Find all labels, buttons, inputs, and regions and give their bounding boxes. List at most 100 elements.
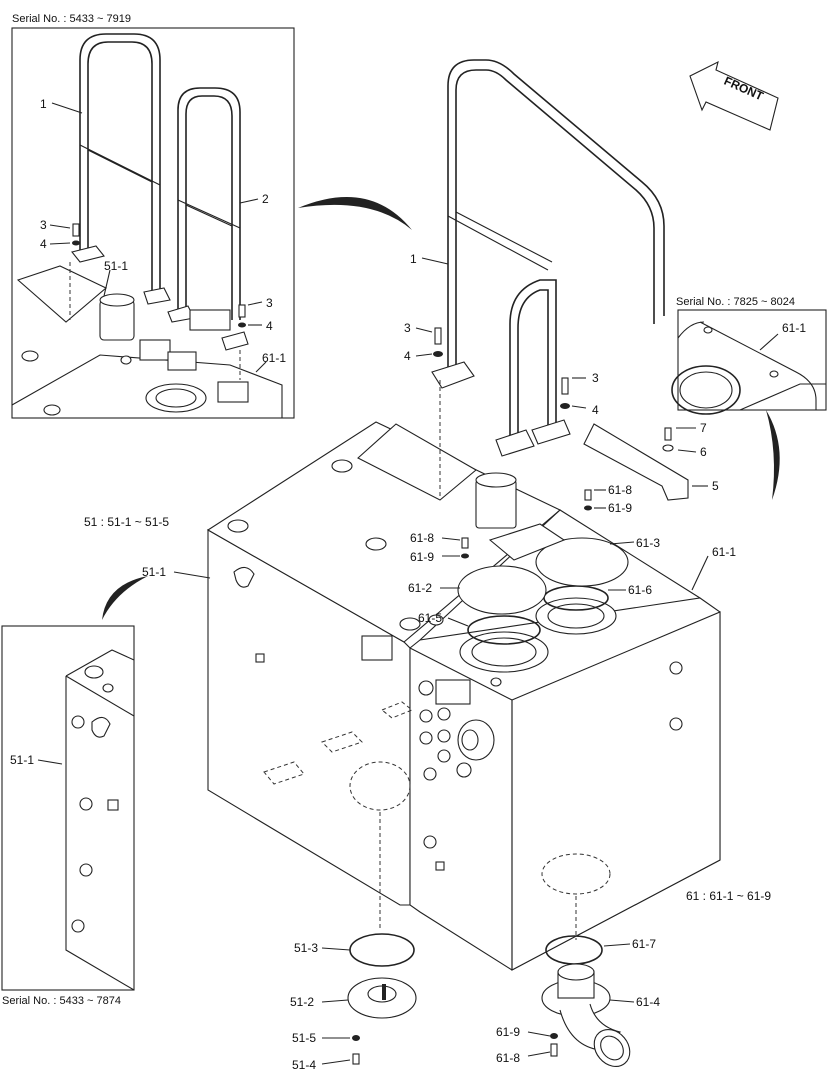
- serial-label-top-left: Serial No. : 5433 ~ 7919: [12, 13, 131, 25]
- callout: 5: [712, 479, 719, 493]
- inset-frame: [1, 625, 135, 991]
- mount-block: [217, 381, 249, 403]
- bolt: [561, 377, 569, 395]
- callout: 4: [404, 349, 411, 363]
- rail-base-plate: [143, 287, 171, 305]
- handrail-2-crossbar: [177, 199, 241, 229]
- zoom-arrow-right: [766, 410, 780, 500]
- callout: 2: [262, 192, 269, 206]
- handrail-crossbar: [447, 211, 553, 271]
- washer: [72, 240, 80, 246]
- rail-base-plate: [431, 361, 475, 389]
- inset-frame: [11, 27, 295, 419]
- washer: [662, 444, 674, 452]
- handrail-1-crossbar: [79, 144, 161, 186]
- callout: 3: [592, 371, 599, 385]
- bracket-5: [583, 423, 689, 501]
- washer-51-5: [352, 1035, 360, 1041]
- plug: [79, 863, 93, 877]
- bottom-parts: 51-3 51-2 51-5 51-4 61-7 61-4 61-9 61-8: [290, 933, 660, 1072]
- zoom-arrow-top: [298, 197, 412, 230]
- plug: [84, 665, 104, 679]
- washer: [238, 322, 246, 328]
- plug: [669, 717, 683, 731]
- elbow-fitting: [91, 716, 111, 738]
- hidden-port: [541, 853, 611, 895]
- callout: 51-1: [104, 259, 128, 273]
- washer: [584, 505, 592, 511]
- rail-base-plate: [495, 429, 535, 457]
- mount-block: [189, 309, 231, 331]
- callout: 1: [40, 97, 47, 111]
- plug: [21, 350, 39, 362]
- handrail-1-outer: [79, 33, 161, 290]
- main-callouts: 1 3 4 3 4 7 6 5 61-8 61-9 61-8 61-9 61-3…: [84, 252, 771, 903]
- rail-base-plate: [221, 331, 249, 351]
- callout: 51-4: [292, 1058, 316, 1072]
- front-direction-arrow: FRONT: [689, 60, 779, 131]
- rail-base-plate: [71, 245, 105, 263]
- plug: [423, 835, 437, 849]
- bolt-51-4: [352, 1053, 360, 1065]
- callout: 4: [592, 403, 599, 417]
- nut: [107, 799, 119, 811]
- inset-bottom-left: Serial No. : 5433 ~ 7874 51-1: [1, 625, 135, 1007]
- bolt: [434, 327, 442, 345]
- o-ring-51-3: [349, 933, 415, 967]
- mount-block: [488, 523, 566, 561]
- hidden-port: [349, 761, 411, 811]
- rail-base-plate: [531, 419, 571, 445]
- plug: [456, 762, 472, 778]
- plug: [428, 614, 444, 626]
- plug: [490, 677, 502, 687]
- handrail-1-inner: [87, 41, 153, 290]
- bolt: [238, 304, 246, 318]
- plug: [120, 355, 132, 365]
- tank-top-edge: [11, 354, 283, 418]
- callout: 3: [266, 296, 273, 310]
- serial-label-right: Serial No. : 7825 ~ 8024: [676, 296, 795, 308]
- flange-block: [435, 679, 471, 705]
- callout: 51-1: [10, 753, 34, 767]
- port-ring-inner: [155, 388, 197, 408]
- elbow-fitting: [233, 566, 255, 588]
- callout: 61-4: [636, 995, 660, 1009]
- filter-housing-top: [99, 293, 135, 307]
- mount-block: [167, 351, 197, 371]
- bracket: [361, 635, 393, 661]
- hidden-brackets: [263, 701, 413, 785]
- cover-plate: [16, 265, 108, 323]
- callout: 61-8: [608, 483, 632, 497]
- plug: [365, 537, 387, 551]
- callout: 61-2: [408, 581, 432, 595]
- washer-61-9: [550, 1033, 558, 1039]
- washer: [560, 403, 570, 409]
- nut: [255, 653, 265, 663]
- bolt: [72, 223, 80, 237]
- callout: 51-5: [292, 1031, 316, 1045]
- access-cover: [357, 423, 477, 501]
- callout: 61-9: [410, 550, 434, 564]
- mount-block: [139, 339, 171, 361]
- main-tank-assembly: [206, 421, 721, 971]
- callout: 61-6: [628, 583, 652, 597]
- serial-label-bottom-left: Serial No. : 5433 ~ 7874: [2, 995, 121, 1007]
- callout: 1: [410, 252, 417, 266]
- bolt: [584, 489, 592, 501]
- cover-plate-61-2: [457, 565, 547, 615]
- plug: [437, 707, 451, 721]
- assembly-guide: [379, 812, 577, 940]
- callout: 51-3: [294, 941, 318, 955]
- port-ring: [671, 365, 741, 415]
- o-ring: [467, 615, 541, 645]
- callout: 7: [700, 421, 707, 435]
- plug: [331, 459, 353, 473]
- plug: [418, 680, 434, 696]
- plug: [399, 617, 421, 631]
- callout: 61-3: [636, 536, 660, 550]
- assembly-guide: [69, 262, 241, 380]
- plug: [419, 731, 433, 745]
- plug: [43, 404, 61, 416]
- callout: 51-2: [290, 995, 314, 1009]
